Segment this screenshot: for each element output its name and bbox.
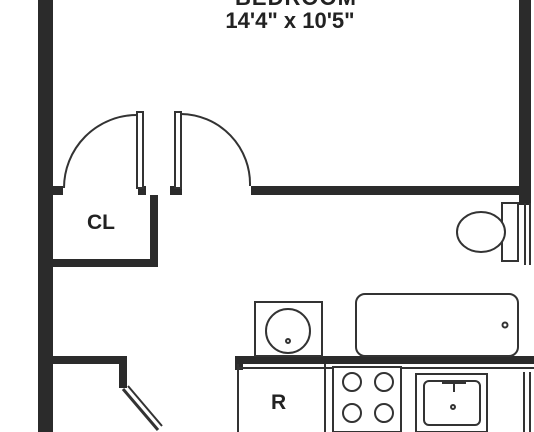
right-exterior-wall	[519, 0, 531, 205]
walls	[38, 0, 534, 432]
stove-burner-1	[342, 372, 362, 392]
bedroom-name-label: BEDROOM	[196, 0, 396, 9]
entry-door-leaf	[121, 388, 160, 431]
bath-left-wall-stub	[235, 356, 243, 370]
closet-door-swing-right	[180, 113, 252, 187]
bathroom-sink-drain	[285, 338, 291, 344]
bath-bottom-wall	[235, 356, 534, 364]
left-exterior-wall-upper	[38, 0, 53, 190]
bathroom-fixtures	[254, 202, 519, 357]
bathtub	[355, 293, 519, 357]
left-exterior-wall-lower	[38, 190, 53, 432]
kitchen-fixtures	[237, 364, 534, 432]
stove-burner-3	[342, 403, 362, 423]
closet-bottom-wall	[53, 259, 158, 267]
right-window	[524, 203, 531, 265]
toilet-bowl	[456, 211, 506, 253]
doors	[63, 111, 252, 431]
bathtub-drain	[501, 321, 509, 329]
stove-burner-4	[374, 403, 394, 423]
kitchen-sink-basin	[423, 380, 481, 426]
bedroom-bottom-wall-right	[251, 186, 521, 195]
closet-label: CL	[87, 211, 115, 234]
stove-burner-2	[374, 372, 394, 392]
entry-door-leaf-edge	[127, 385, 163, 427]
kitchen-door-jamb	[119, 356, 127, 388]
kitchen-top-wall-left	[53, 356, 127, 364]
bedroom-bottom-wall-left	[53, 186, 63, 195]
closet-door-leaf-right	[174, 111, 182, 189]
closet-door-jamb-left	[138, 186, 146, 195]
bedroom-dimensions-label: 14'4" x 10'5"	[225, 8, 355, 33]
closet-door-leaf-left	[136, 111, 144, 189]
refrigerator-label: R	[271, 391, 287, 414]
closet-door-swing-left	[63, 114, 138, 189]
closet-right-wall	[150, 195, 158, 267]
kitchen-sink-drain	[450, 404, 456, 410]
closet-door-jamb-right	[170, 186, 182, 195]
bathroom-sink-basin	[265, 308, 311, 354]
